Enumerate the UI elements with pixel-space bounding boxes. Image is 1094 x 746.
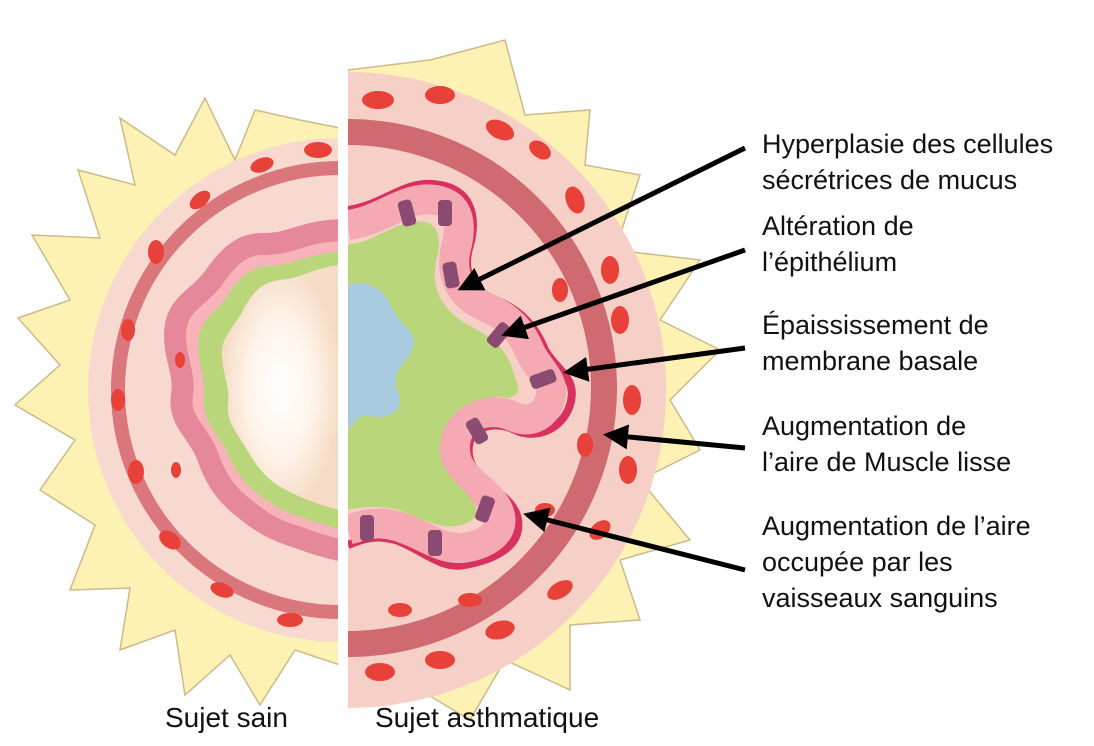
annotation-blood-vessels: Augmentation de l’aire occupée par les v…: [762, 508, 1031, 616]
annotation-line: occupée par les: [762, 544, 1031, 580]
annotation-line: Augmentation de: [762, 408, 1011, 444]
annotation-line: membrane basale: [762, 343, 989, 379]
annotation-line: Épaississement de: [762, 307, 989, 343]
caption-asthmatic-subject: Sujet asthmatique: [375, 700, 599, 736]
annotation-mucus-hyperplasia: Hyperplasie des cellules sécrétrices de …: [762, 126, 1053, 198]
annotation-line: Hyperplasie des cellules: [762, 126, 1053, 162]
annotation-line: sécrétrices de mucus: [762, 162, 1053, 198]
annotation-smooth-muscle: Augmentation de l’aire de Muscle lisse: [762, 408, 1011, 480]
caption-healthy-subject: Sujet sain: [165, 700, 288, 736]
annotation-line: l’épithélium: [762, 244, 914, 280]
annotation-basement-membrane: Épaississement de membrane basale: [762, 307, 989, 379]
half-divider: [338, 60, 348, 700]
annotation-line: l’aire de Muscle lisse: [762, 444, 1011, 480]
annotation-line: Augmentation de l’aire: [762, 508, 1031, 544]
annotation-line: Altération de: [762, 208, 914, 244]
annotation-epithelium-alteration: Altération de l’épithélium: [762, 208, 914, 280]
annotation-line: vaisseaux sanguins: [762, 580, 1031, 616]
